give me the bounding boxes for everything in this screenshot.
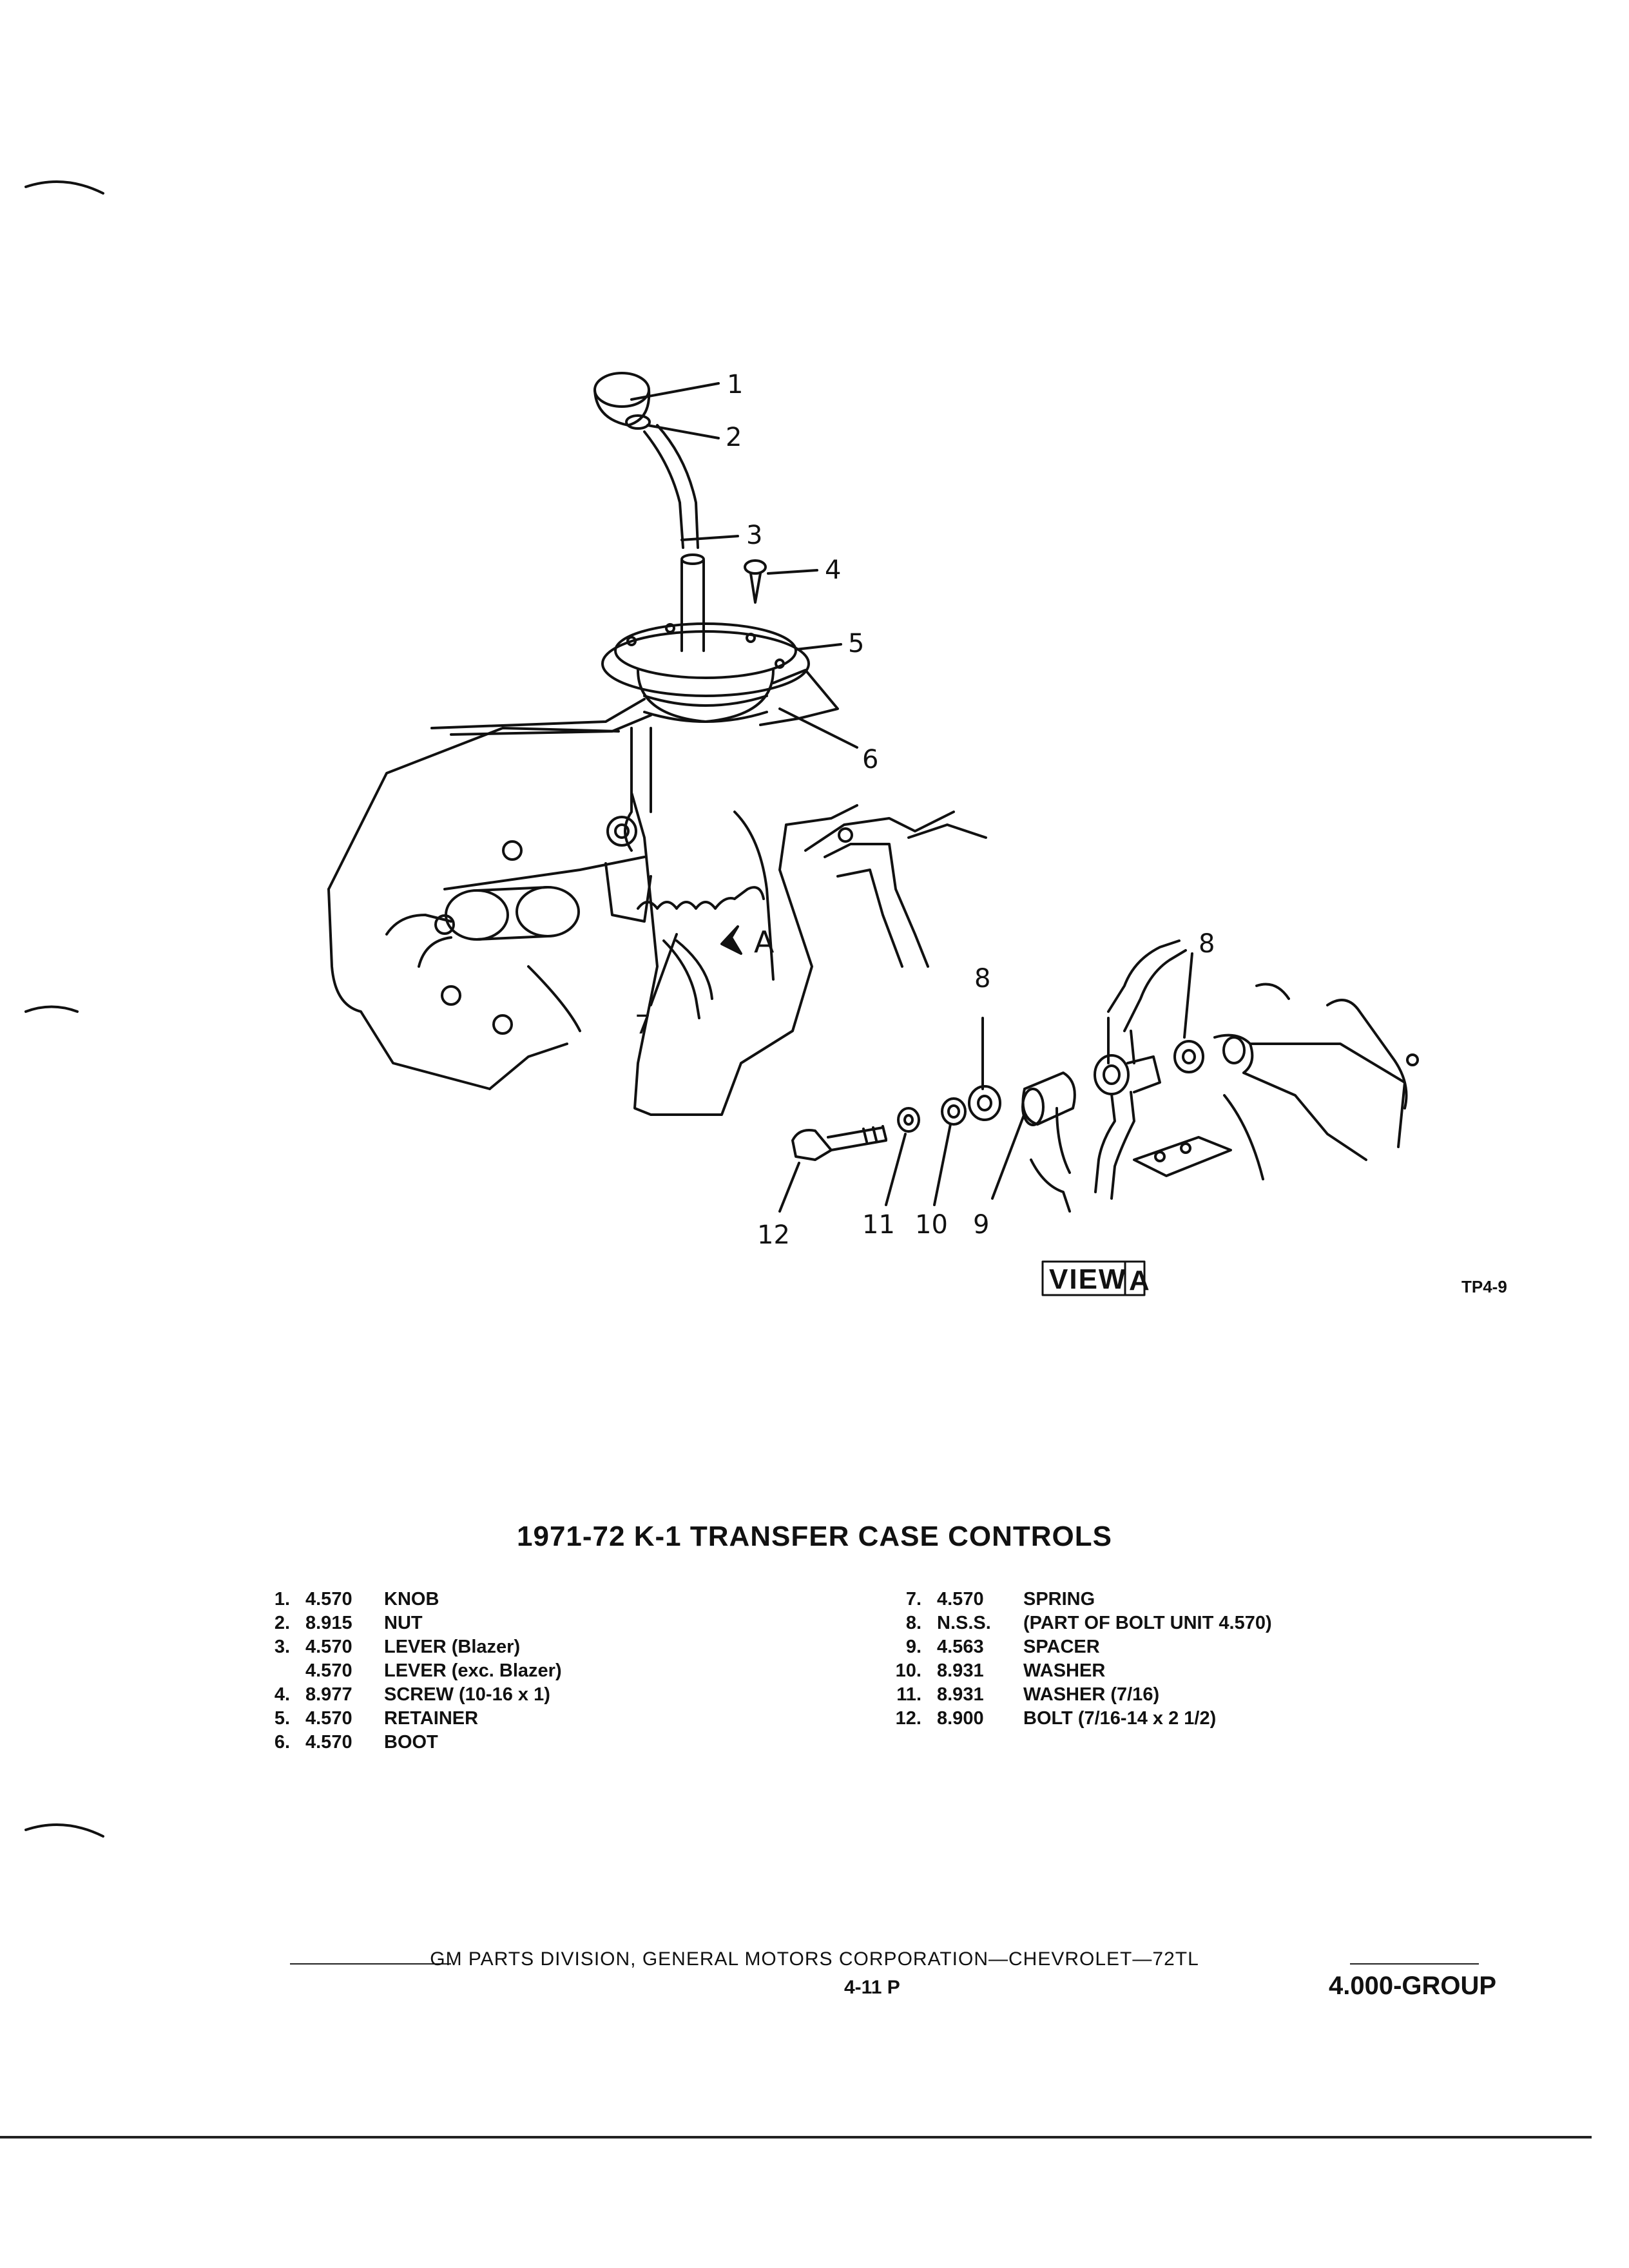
- footer-rule-right: [1350, 1963, 1479, 1965]
- margin-mark: [24, 1005, 79, 1013]
- knob-part: [593, 372, 651, 430]
- callout-10: 10: [915, 1210, 948, 1240]
- bottom-rule: [0, 2136, 1592, 2138]
- callout-8-left: 8: [974, 964, 990, 994]
- callout-7: 7: [635, 1010, 651, 1040]
- floor-pan: [430, 669, 839, 736]
- callout-1: 1: [727, 370, 743, 399]
- page-number: 4-11 P: [844, 1977, 900, 1998]
- view-label: VIEW: [1049, 1264, 1126, 1295]
- linkage-assembly: [434, 727, 652, 1035]
- callout-4: 4: [825, 555, 841, 585]
- view-a-detail: [791, 939, 1419, 1213]
- view-letter: A: [1129, 1265, 1151, 1296]
- callout-9: 9: [973, 1210, 989, 1240]
- footer-publisher: GM PARTS DIVISION, GENERAL MOTORS CORPOR…: [430, 1948, 1199, 1970]
- leader-lines: [630, 382, 1193, 1213]
- margin-mark: [24, 180, 104, 195]
- callout-11: 11: [862, 1210, 895, 1240]
- callout-12: 12: [757, 1220, 790, 1250]
- view-a-box: [1041, 1260, 1146, 1296]
- transfer-case-body: [327, 727, 955, 1116]
- callout-6: 6: [862, 745, 878, 774]
- group-number: 4.000-GROUP: [1329, 1972, 1497, 2000]
- page-title: 1971-72 K-1 TRANSFER CASE CONTROLS: [517, 1521, 1112, 1552]
- callout-8-right: 8: [1199, 929, 1215, 959]
- figure-code: TP4-9: [1461, 1277, 1507, 1296]
- mount-bracket: [824, 823, 987, 968]
- view-arrow-letter: A: [754, 925, 775, 959]
- callout-3: 3: [746, 521, 762, 550]
- retainer-boot-part: [601, 622, 810, 723]
- footer-rule-left: [290, 1963, 451, 1965]
- lever-part: [643, 424, 705, 652]
- screw-part: [744, 559, 767, 604]
- view-arrow: [720, 925, 742, 955]
- callout-5: 5: [848, 629, 864, 658]
- margin-mark: [24, 1823, 104, 1838]
- spring-part: [637, 886, 765, 1019]
- callout-2: 2: [726, 423, 742, 452]
- list-item: 8.N.S.S.(PART OF BOLT UNIT 4.570): [905, 1613, 1272, 1633]
